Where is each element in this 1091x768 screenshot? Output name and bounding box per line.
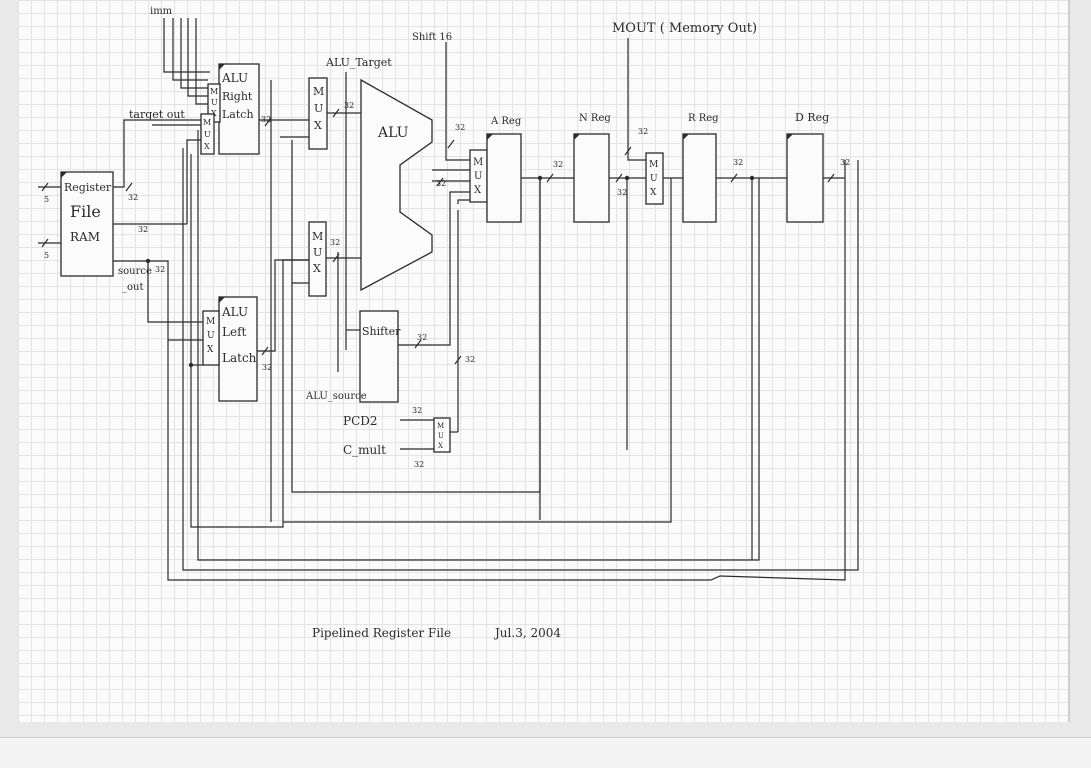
- c-mult-label: C_mult: [343, 443, 386, 457]
- register-file-label-2: File: [70, 202, 101, 221]
- pcd2-cmult-mux: [433, 417, 451, 453]
- diagram-text: U: [313, 246, 322, 259]
- shifter-block: [359, 310, 399, 403]
- diagram-text: X: [207, 345, 214, 355]
- diagram-text: 32: [262, 363, 272, 372]
- imm-label: imm: [150, 6, 173, 17]
- diagram-text: 5: [44, 195, 49, 204]
- diagram-text: U: [211, 98, 218, 107]
- r-register: [682, 133, 717, 223]
- alu-source-mux: [308, 221, 327, 297]
- diagram-text: M: [649, 160, 658, 170]
- diagram-text: M: [312, 230, 323, 243]
- register-file-label-1: Register: [64, 181, 112, 194]
- areg-label: A Reg: [490, 116, 522, 127]
- junction-dots: [145, 175, 755, 368]
- alu-right-latch: [218, 63, 260, 155]
- register-file-block: [60, 171, 114, 277]
- diagram-text: 32: [617, 188, 627, 197]
- mout-label: MOUT ( Memory Out): [612, 21, 757, 36]
- alu-left-latch-label-1: ALU: [221, 305, 248, 319]
- right-latch-mux-bottom: [200, 113, 215, 155]
- diagram-text: U: [438, 432, 444, 440]
- diagram-text: M: [210, 87, 218, 96]
- alu-left-latch: [218, 296, 258, 402]
- nreg-label: N Reg: [579, 113, 611, 124]
- d-register: [786, 133, 824, 223]
- alu-right-latch-label-2: Right: [222, 90, 253, 103]
- rreg-label: R Reg: [688, 113, 719, 124]
- diagram-text: X: [650, 188, 657, 198]
- diagram-text: 32: [553, 160, 563, 169]
- diagram-text: U: [204, 130, 211, 139]
- alu-label: ALU: [377, 125, 409, 141]
- wiring: [38, 18, 859, 581]
- target-out-label: target out: [129, 108, 185, 121]
- a-register: [486, 133, 522, 223]
- alu-left-latch-label-3: Latch: [222, 351, 257, 365]
- diagram-text: 5: [44, 251, 49, 260]
- diagram-text: 32: [733, 158, 743, 167]
- diagram-text: 32: [330, 238, 340, 247]
- diagram-text: 32: [155, 265, 165, 274]
- diagram-text: M: [473, 157, 483, 168]
- diagram-text: 32: [414, 460, 424, 469]
- left-latch-mux: [202, 310, 220, 366]
- alu-target-label: ALU_Target: [325, 56, 392, 69]
- diagram-text: 32: [261, 115, 271, 124]
- pcd2-label: PCD2: [343, 414, 378, 428]
- alu-left-latch-label-2: Left: [222, 325, 247, 339]
- bus-width-ticks: [41, 108, 835, 365]
- diagram-text: 32: [638, 127, 648, 136]
- diagram-text: X: [474, 185, 482, 196]
- diagram-text: 32: [840, 158, 850, 167]
- shift16-label: Shift 16: [412, 32, 452, 43]
- diagram-text: M: [206, 317, 215, 327]
- caption-title: Pipelined Register File: [312, 626, 451, 640]
- alu-block: [360, 78, 433, 292]
- diagram-text: 32: [417, 333, 427, 342]
- diagram-text: 32: [455, 123, 465, 132]
- diagram-text: 32: [412, 406, 422, 415]
- alu-right-latch-label-1: ALU: [221, 71, 248, 85]
- diagram-text: M: [313, 85, 324, 98]
- shifter-label: Shifter: [362, 325, 401, 338]
- diagram-text: U: [474, 171, 482, 182]
- alu-source-label: ALU_source: [305, 391, 367, 402]
- diagram-text: 32: [128, 193, 138, 202]
- diagram-text: 32: [465, 355, 475, 364]
- bus-width-labels: 32 32 32 32 32 32 32 32 32 32 32 32 32 3…: [44, 101, 850, 469]
- register-file-label-3: RAM: [70, 230, 100, 244]
- source-out-label-2: _out: [122, 282, 143, 293]
- diagram-text: M: [437, 422, 444, 430]
- alu-right-latch-label-3: Latch: [222, 108, 254, 121]
- diagram-text: 32: [344, 101, 354, 110]
- diagram-text: 32: [436, 179, 446, 188]
- diagram-text: 32: [138, 225, 148, 234]
- n-register: [573, 133, 610, 223]
- clock-marks: [61, 64, 793, 303]
- diagram-text: U: [207, 331, 215, 341]
- diagram-text: M: [203, 118, 211, 127]
- diagram-text: U: [650, 174, 658, 184]
- diagram-text: X: [314, 119, 322, 132]
- caption-date: Jul.3, 2004: [493, 626, 561, 640]
- diagram-text: X: [313, 262, 321, 275]
- dreg-label: D Reg: [795, 111, 829, 124]
- diagram-text: X: [438, 442, 443, 450]
- source-out-label-1: source: [118, 266, 152, 277]
- diagram-text: X: [204, 142, 210, 151]
- scanner-bed-strip: [0, 737, 1091, 768]
- diagram-text: U: [314, 102, 323, 115]
